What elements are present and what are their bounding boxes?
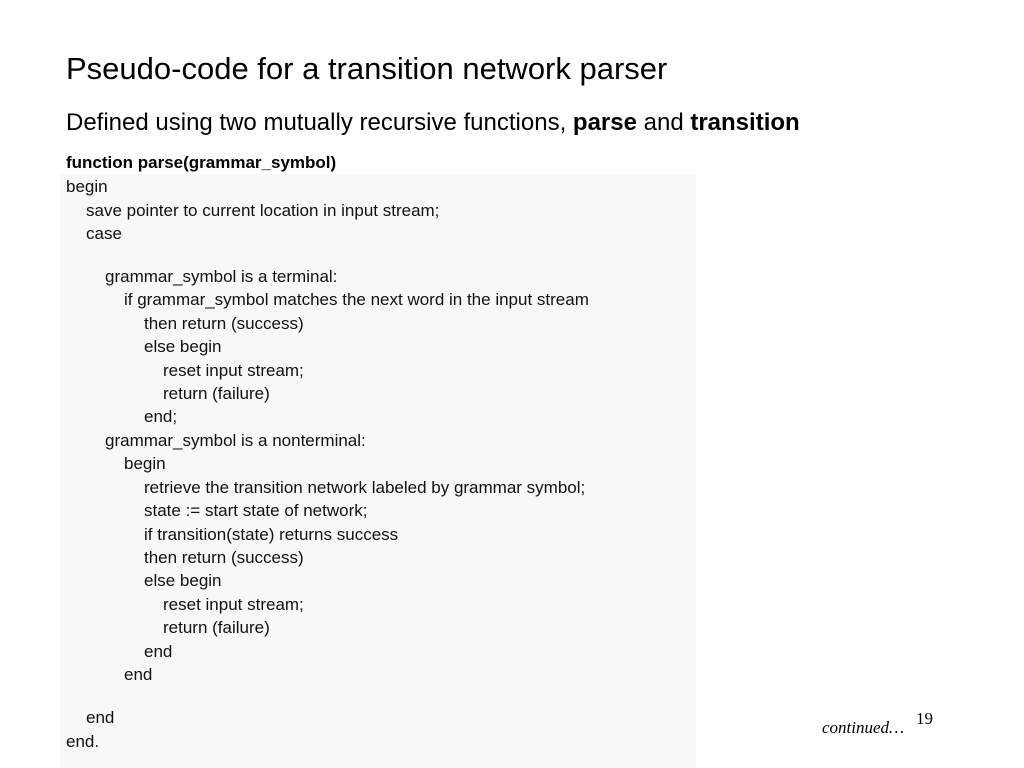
subtitle-term-parse: parse bbox=[572, 109, 637, 136]
code-line: end; bbox=[144, 407, 178, 426]
continued-note: continued… bbox=[822, 718, 905, 737]
code-line: case bbox=[86, 224, 122, 243]
code-line: reset input stream; bbox=[163, 595, 304, 614]
subtitle-term-transition: transition bbox=[690, 109, 800, 136]
function-header: function parse(grammar_symbol) bbox=[66, 153, 337, 172]
slide-title: Pseudo-code for a transition network par… bbox=[66, 51, 668, 86]
code-line: return (failure) bbox=[163, 618, 270, 637]
code-line: end bbox=[144, 642, 173, 661]
subtitle-prefix: Defined using two mutually recursive fun… bbox=[66, 109, 573, 136]
code-line: if grammar_symbol matches the next word … bbox=[124, 290, 589, 309]
code-line: begin bbox=[66, 177, 108, 196]
code-line: retrieve the transition network labeled … bbox=[144, 478, 586, 497]
code-line: end. bbox=[66, 732, 100, 751]
code-line: begin bbox=[124, 454, 166, 473]
code-line: end bbox=[86, 708, 115, 727]
slide-subtitle: Defined using two mutually recursive fun… bbox=[66, 107, 800, 139]
code-line: then return (success) bbox=[144, 548, 304, 567]
code-line: grammar_symbol is a terminal: bbox=[105, 267, 338, 286]
code-line: else begin bbox=[144, 337, 222, 356]
code-line: grammar_symbol is a nonterminal: bbox=[105, 431, 366, 450]
code-line: state := start state of network; bbox=[144, 501, 368, 520]
page-number: 19 bbox=[916, 709, 933, 728]
code-panel bbox=[60, 174, 696, 768]
code-line: if transition(state) returns success bbox=[144, 525, 399, 544]
subtitle-middle: and bbox=[636, 109, 691, 136]
code-line: then return (success) bbox=[144, 314, 304, 333]
code-line: return (failure) bbox=[163, 384, 270, 403]
code-line: save pointer to current location in inpu… bbox=[86, 201, 440, 220]
code-line: else begin bbox=[144, 571, 222, 590]
code-line: end bbox=[124, 665, 153, 684]
code-line: reset input stream; bbox=[163, 361, 304, 380]
